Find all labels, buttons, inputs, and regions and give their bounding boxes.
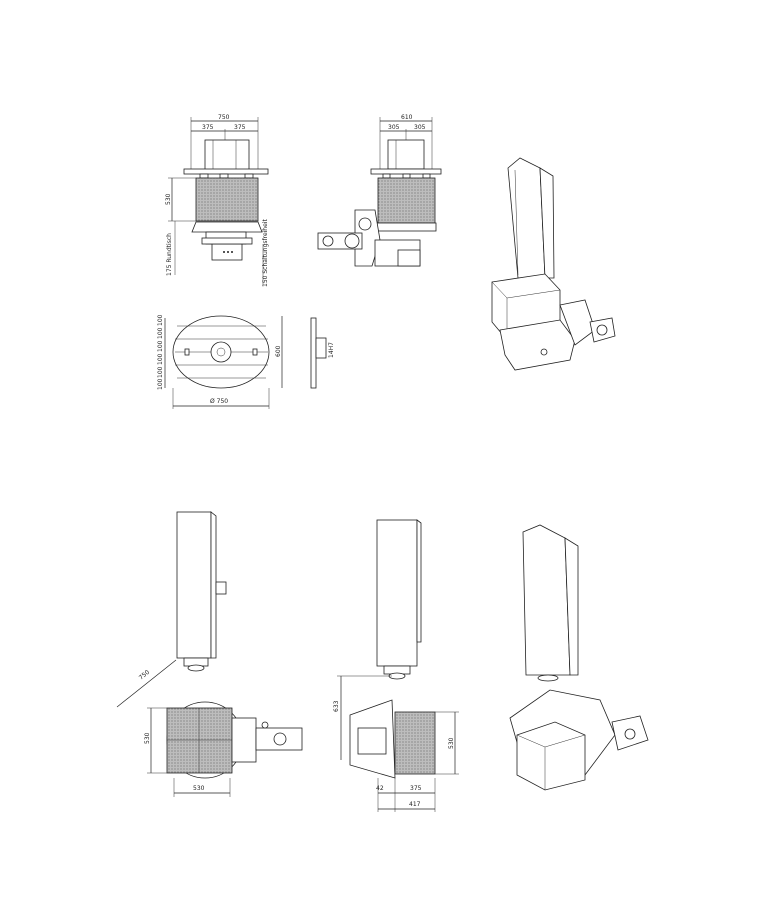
dim-diag-750: 750 <box>138 669 151 682</box>
dim-front-750: 750 <box>218 114 230 121</box>
mid-block <box>394 711 436 775</box>
dim-bl-530-v: 530 <box>144 732 151 744</box>
dim-diameter: Ø 750 <box>210 398 228 405</box>
dim-side-305a: 305 <box>388 124 400 131</box>
dim-side-610: 610 <box>401 114 413 121</box>
dim-bl-530-h: 530 <box>193 785 205 792</box>
dim-375: 375 <box>410 785 422 792</box>
bottom-left-block <box>166 707 233 774</box>
side-workpiece <box>377 177 436 224</box>
dim-slot: 14H7 <box>328 342 335 358</box>
label-clearance: 150 Schaltungsfreiheit <box>262 219 269 287</box>
isometric-top <box>491 157 616 371</box>
dim-42: 42 <box>376 785 384 792</box>
dim-mid-530: 530 <box>448 737 455 749</box>
row-dim-1: 100 <box>157 314 164 326</box>
dim-front-375a: 375 <box>202 124 214 131</box>
row-dim-3: 100 <box>157 340 164 352</box>
workpiece-block <box>195 177 259 222</box>
dim-table-height: 600 <box>275 345 282 357</box>
dim-side-305b: 305 <box>414 124 426 131</box>
row-dim-2: 100 <box>157 327 164 339</box>
row-dim-4: 100 <box>157 353 164 365</box>
front-view: 750 375 375 530 175 Rundtisch 150 Schalt… <box>165 114 269 287</box>
isometric-bottom <box>509 524 649 791</box>
dim-633: 633 <box>333 700 340 712</box>
dim-front-375b: 375 <box>234 124 246 131</box>
view-bottom-left: 750 530 530 <box>116 511 303 797</box>
dim-front-530: 530 <box>165 193 172 205</box>
row-dim-6: 100 <box>157 378 164 390</box>
side-view: 610 305 305 <box>317 114 442 267</box>
row-dim-5: 100 <box>157 366 164 378</box>
label-rotary-table: 175 Rundtisch <box>166 233 173 276</box>
table-plan: 100 100 100 100 100 100 Ø 750 600 14H7 <box>157 314 335 409</box>
view-bottom-middle: 633 530 42 375 417 <box>333 519 459 812</box>
dim-417: 417 <box>409 801 421 808</box>
